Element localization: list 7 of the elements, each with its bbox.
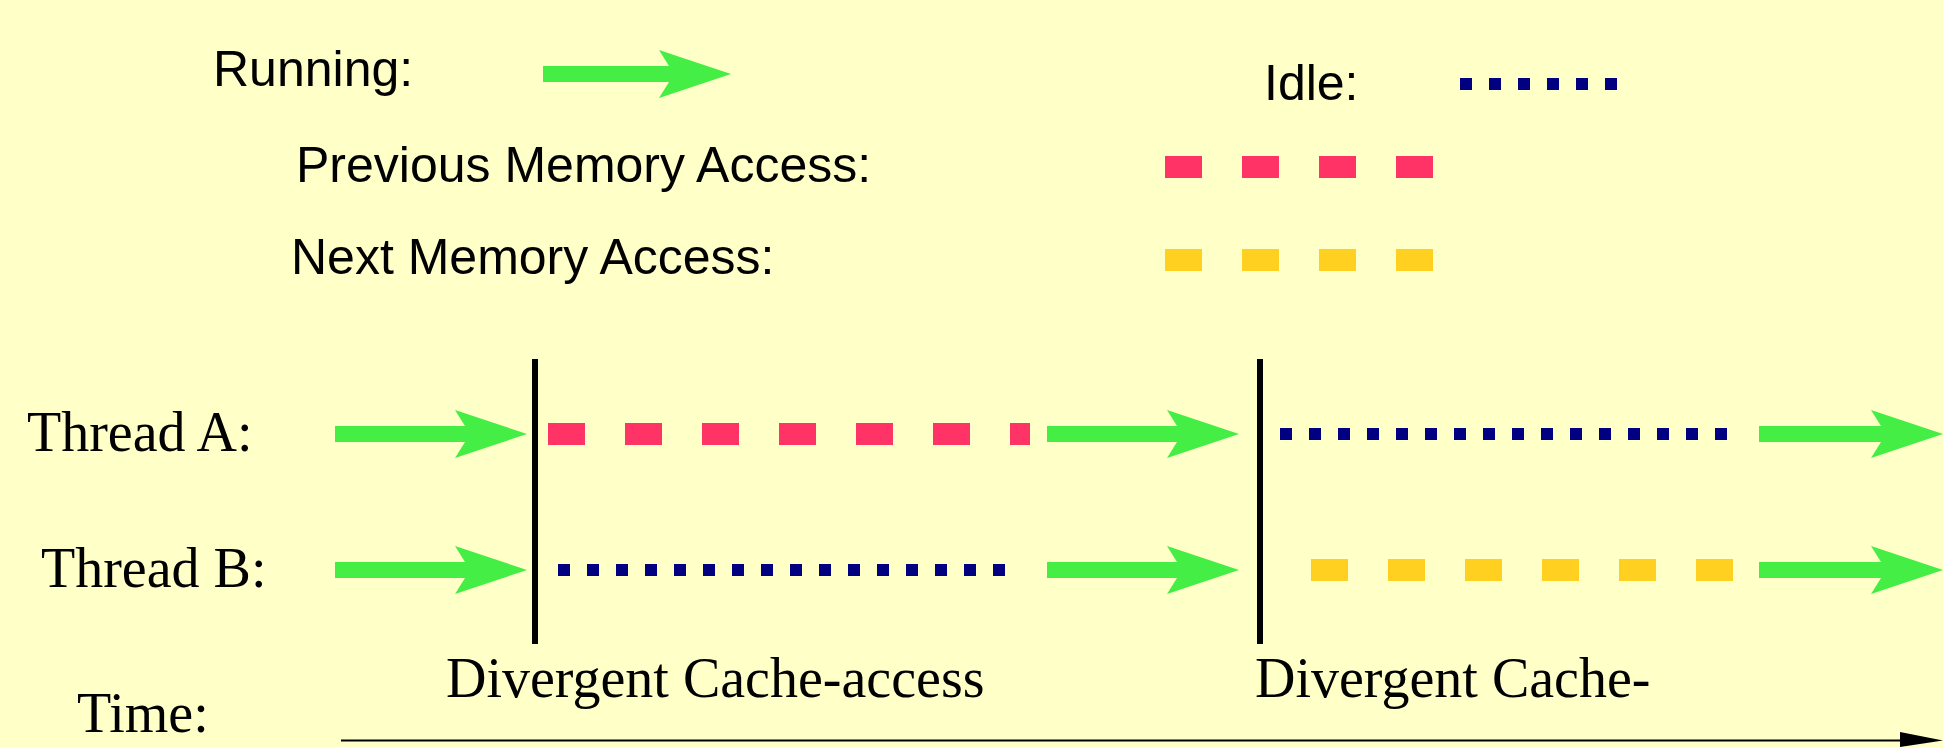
row-label: Thread B: [41, 540, 267, 596]
legend-label: Running: [213, 44, 414, 94]
legend-label: Idle: [1264, 58, 1359, 108]
legend-label: Previous Memory Access: [296, 140, 872, 190]
row-label: Thread A: [27, 404, 253, 460]
axis-label: Time: [77, 685, 209, 741]
legend-label: Next Memory Access: [291, 232, 775, 282]
